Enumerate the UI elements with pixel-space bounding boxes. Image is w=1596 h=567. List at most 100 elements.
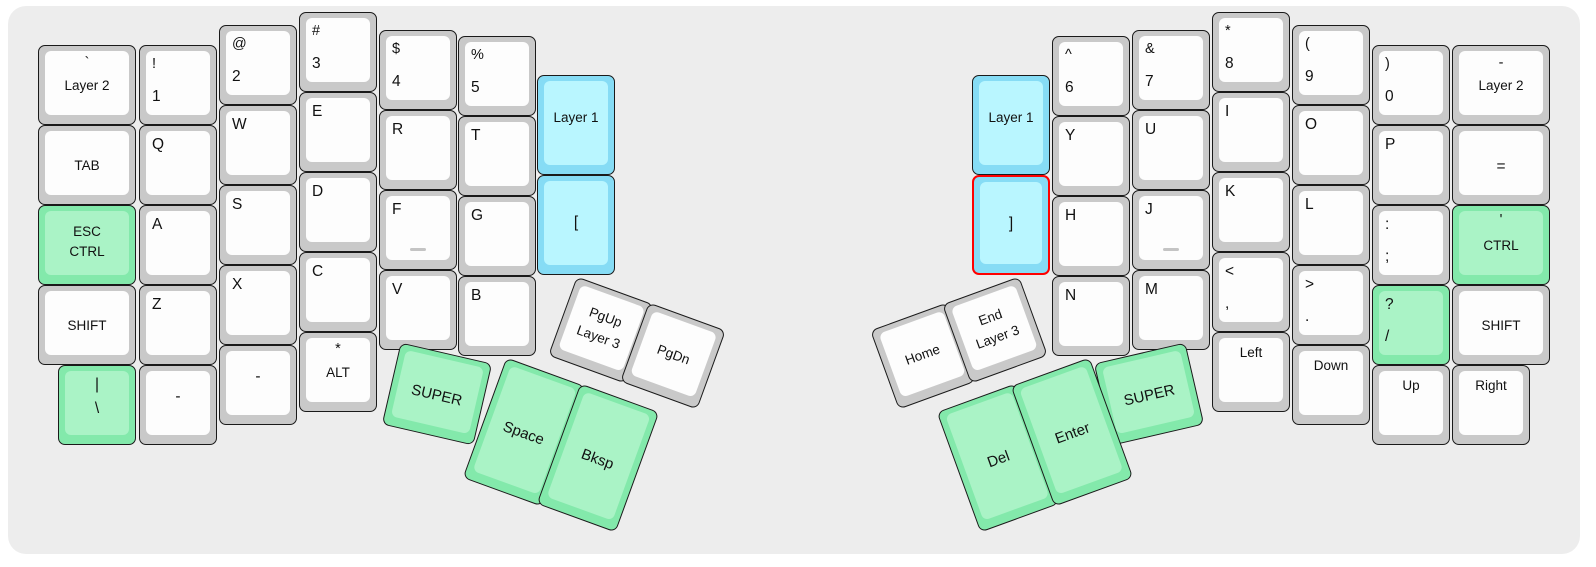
- key-legend-top: A: [152, 216, 163, 233]
- key-left-arrow[interactable]: Left: [1212, 332, 1290, 412]
- key-m[interactable]: M: [1132, 270, 1210, 350]
- key-backslash[interactable]: | \: [58, 365, 136, 445]
- key-r[interactable]: R: [379, 110, 457, 190]
- key-legend-top: B: [471, 287, 482, 304]
- key-bracket-right[interactable]: ]: [972, 175, 1050, 275]
- key-legend-main: .: [1305, 308, 1310, 325]
- key-6[interactable]: ^ 6: [1052, 36, 1130, 116]
- key-plus[interactable]: -: [139, 365, 217, 445]
- key-q[interactable]: Q: [139, 125, 217, 205]
- key-d[interactable]: D: [299, 172, 377, 252]
- key-slash[interactable]: ? /: [1372, 285, 1450, 365]
- key-legend-top: W: [232, 116, 247, 133]
- key-down-arrow[interactable]: Down: [1292, 345, 1370, 425]
- key-legend-top: U: [1145, 121, 1157, 138]
- key-layer1-left[interactable]: Layer 1: [537, 75, 615, 175]
- key-g[interactable]: G: [458, 196, 536, 276]
- key-legend-top: :: [1385, 216, 1390, 233]
- key-legend-main: =: [1496, 158, 1506, 175]
- key-legend-top: #: [312, 23, 321, 39]
- key-shift-right[interactable]: SHIFT: [1452, 285, 1550, 365]
- key-h[interactable]: H: [1052, 196, 1130, 276]
- key-alt-left[interactable]: * ALT: [299, 332, 377, 412]
- key-j[interactable]: J: [1132, 190, 1210, 270]
- key-3[interactable]: # 3: [299, 12, 377, 92]
- key-up-arrow[interactable]: Up: [1372, 365, 1450, 445]
- key-o[interactable]: O: [1292, 105, 1370, 185]
- key-l[interactable]: L: [1292, 185, 1370, 265]
- key-legend-top: G: [471, 207, 484, 224]
- key-s[interactable]: S: [219, 185, 297, 265]
- key-quote-ctrl[interactable]: ' CTRL: [1452, 205, 1550, 285]
- key-z[interactable]: Z: [139, 285, 217, 365]
- key-0[interactable]: ) 0: [1372, 45, 1450, 125]
- key-f[interactable]: F: [379, 190, 457, 270]
- key-legend-main: Layer 1: [553, 110, 599, 125]
- key-legend-main: CTRL: [1483, 238, 1519, 253]
- key-legend-top: Y: [1065, 127, 1076, 144]
- key-equals[interactable]: =: [1452, 125, 1550, 205]
- key-u[interactable]: U: [1132, 110, 1210, 190]
- key-legend-main: 2: [232, 68, 241, 85]
- key-2[interactable]: @ 2: [219, 25, 297, 105]
- key-layer1-right[interactable]: Layer 1: [972, 75, 1050, 175]
- key-e[interactable]: E: [299, 92, 377, 172]
- key-c[interactable]: C: [299, 252, 377, 332]
- key-y[interactable]: Y: [1052, 116, 1130, 196]
- key-legend-top: O: [1305, 116, 1318, 133]
- key-layer2-left[interactable]: ` Layer 2: [38, 45, 136, 125]
- key-legend-top: |: [94, 376, 100, 393]
- key-legend-top: K: [1225, 183, 1236, 200]
- key-legend-top: R: [392, 121, 404, 138]
- homing-bar-icon: [1163, 248, 1179, 251]
- key-shift-left[interactable]: SHIFT: [38, 285, 136, 365]
- key-legend-main: 1: [152, 88, 161, 105]
- key-legend-top: V: [392, 281, 403, 298]
- key-legend-main: \: [94, 400, 100, 417]
- key-legend-main: [: [573, 214, 579, 231]
- key-legend-main: Bksp: [578, 445, 617, 474]
- key-legend-top: X: [232, 276, 243, 293]
- key-9[interactable]: ( 9: [1292, 25, 1370, 105]
- key-legend-top: T: [471, 127, 481, 144]
- key-period[interactable]: > .: [1292, 265, 1370, 345]
- key-1[interactable]: ! 1: [139, 45, 217, 125]
- key-right-arrow[interactable]: Right: [1452, 365, 1530, 445]
- key-v[interactable]: V: [379, 270, 457, 350]
- key-comma[interactable]: < ,: [1212, 252, 1290, 332]
- key-k[interactable]: K: [1212, 172, 1290, 252]
- key-7[interactable]: & 7: [1132, 30, 1210, 110]
- key-legend-main: ,: [1225, 295, 1230, 312]
- key-legend-top: (: [1305, 36, 1310, 52]
- key-legend-top: @: [232, 36, 247, 52]
- homing-bar-icon: [410, 248, 426, 251]
- key-p[interactable]: P: [1372, 125, 1450, 205]
- key-bracket-left[interactable]: [: [537, 175, 615, 275]
- key-minus-left[interactable]: -: [219, 345, 297, 425]
- key-legend-top: J: [1145, 201, 1153, 218]
- key-esc-ctrl[interactable]: ESC CTRL: [38, 205, 136, 285]
- key-i[interactable]: I: [1212, 92, 1290, 172]
- key-b[interactable]: B: [458, 276, 536, 356]
- key-legend-top: %: [471, 47, 484, 63]
- key-legend-main: /: [1385, 328, 1390, 345]
- key-legend-main: 9: [1305, 68, 1314, 85]
- key-legend-top: *: [1225, 23, 1231, 39]
- key-5[interactable]: % 5: [458, 36, 536, 116]
- key-tab[interactable]: TAB: [38, 125, 136, 205]
- key-t[interactable]: T: [458, 116, 536, 196]
- key-legend-top: E: [312, 103, 323, 120]
- key-8[interactable]: * 8: [1212, 12, 1290, 92]
- key-legend-top: M: [1145, 281, 1158, 298]
- key-layer2-right[interactable]: - Layer 2: [1452, 45, 1550, 125]
- key-n[interactable]: N: [1052, 276, 1130, 356]
- key-legend-main: Home: [902, 341, 942, 368]
- key-w[interactable]: W: [219, 105, 297, 185]
- key-x[interactable]: X: [219, 265, 297, 345]
- key-legend-top: !: [152, 56, 157, 72]
- key-legend-top: ESC: [73, 224, 101, 239]
- key-4[interactable]: $ 4: [379, 30, 457, 110]
- key-a[interactable]: A: [139, 205, 217, 285]
- key-semicolon[interactable]: : ;: [1372, 205, 1450, 285]
